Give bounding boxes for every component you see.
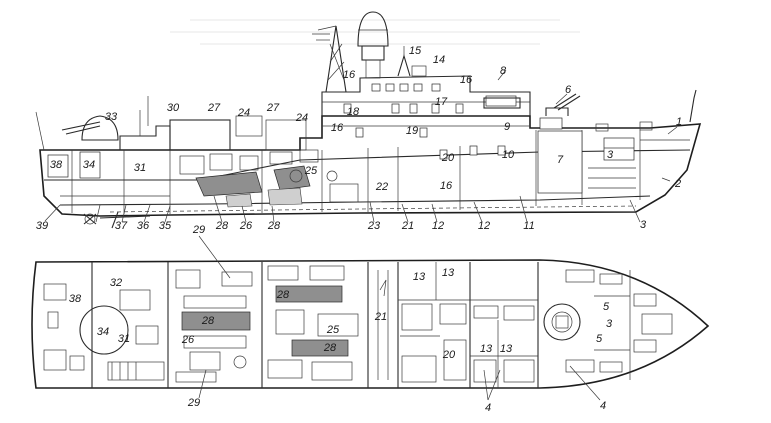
callout-34: 34 [83,159,95,171]
callout-21: 21 [401,220,414,232]
callout-29: 29 [192,224,205,236]
callout-25: 25 [326,324,340,336]
profile-callouts: 1 2 3 3 6 7 8 9 10 11 12 12 14 15 16 16 … [36,45,682,232]
callout-28: 28 [323,342,337,354]
callout-6: 6 [565,84,572,96]
callout-4: 4 [485,402,491,414]
profile-lower-deck-line [59,195,651,206]
callout-29: 29 [187,397,200,409]
callout-16: 16 [343,69,356,81]
callout-32: 32 [110,277,122,289]
callout-24: 24 [237,107,250,119]
plan-bow-compartments [565,269,673,380]
callout-17: 17 [435,96,448,108]
profile-forward-gun [483,69,581,116]
callout-21: 21 [374,311,387,323]
callout-10: 10 [502,149,515,161]
callout-15: 15 [409,45,422,57]
profile-propellers [83,211,151,229]
callout-34: 34 [97,326,109,338]
plan-engine-room-aft [175,269,253,383]
plan-corridor [377,270,389,380]
plan-leader-lines [198,235,601,401]
callout-31: 31 [134,162,146,174]
callout-8: 8 [500,65,507,77]
callout-11: 11 [523,220,534,232]
callout-35: 35 [159,220,172,232]
callout-26: 26 [181,334,195,346]
callout-13: 13 [500,343,513,355]
callout-18: 18 [347,106,360,118]
plan-forward-gun-mount [543,303,581,341]
callout-36: 36 [137,220,150,232]
profile-superstructure [321,75,563,160]
callout-28: 28 [215,220,229,232]
plan-engine-room-fwd [267,265,359,381]
profile-mast-and-radome [312,11,427,93]
callout-33: 33 [105,111,118,123]
callout-27: 27 [207,102,221,114]
profile-engine-rooms [195,165,311,208]
callout-12: 12 [432,220,444,232]
plan-stern-equipment [43,283,165,381]
profile-double-bottom [109,205,637,213]
callout-25: 25 [304,165,318,177]
callout-28: 28 [201,315,215,327]
profile-stern-superstructure [35,96,307,179]
callout-19: 19 [406,125,418,137]
plan-bulkheads [91,262,539,388]
callout-14: 14 [433,54,445,66]
callout-5: 5 [603,301,610,313]
callout-22: 22 [375,181,388,193]
plan-cabins [401,303,535,383]
callout-16: 16 [331,122,344,134]
callout-13: 13 [480,343,493,355]
callout-24: 24 [295,112,308,124]
callout-23: 23 [367,220,381,232]
faint-background-marks [170,19,580,45]
callout-37: 37 [115,220,128,232]
callout-16: 16 [440,180,453,192]
plan-view [31,259,710,389]
callout-3: 3 [640,219,647,231]
callout-39: 39 [36,220,48,232]
callout-3: 3 [606,318,613,330]
callout-2: 2 [674,178,681,190]
plan-callouts: 3 4 4 5 5 13 13 13 13 20 21 25 26 28 28 … [69,224,613,414]
callout-1: 1 [676,116,682,128]
callout-5: 5 [596,333,603,345]
profile-tank-7 [537,130,583,194]
callout-12: 12 [478,220,490,232]
callout-20: 20 [442,349,456,361]
callout-38: 38 [50,159,63,171]
callout-16: 16 [460,74,473,86]
callout-9: 9 [504,121,510,133]
profile-leader-lines [44,93,678,223]
callout-13: 13 [413,271,426,283]
callout-13: 13 [442,267,455,279]
callout-27: 27 [266,102,280,114]
callout-26: 26 [239,220,253,232]
profile-bow-gear [588,89,697,189]
callout-28: 28 [267,220,281,232]
callout-38: 38 [69,293,82,305]
callout-30: 30 [167,102,180,114]
callout-4: 4 [600,400,606,412]
profile-view [35,11,702,229]
callout-7: 7 [557,154,564,166]
callout-3: 3 [607,149,614,161]
profile-machinery [179,149,359,203]
plan-hull-outline [31,259,710,389]
callout-28: 28 [276,289,290,301]
callout-31: 31 [118,333,130,345]
callout-20: 20 [441,152,455,164]
